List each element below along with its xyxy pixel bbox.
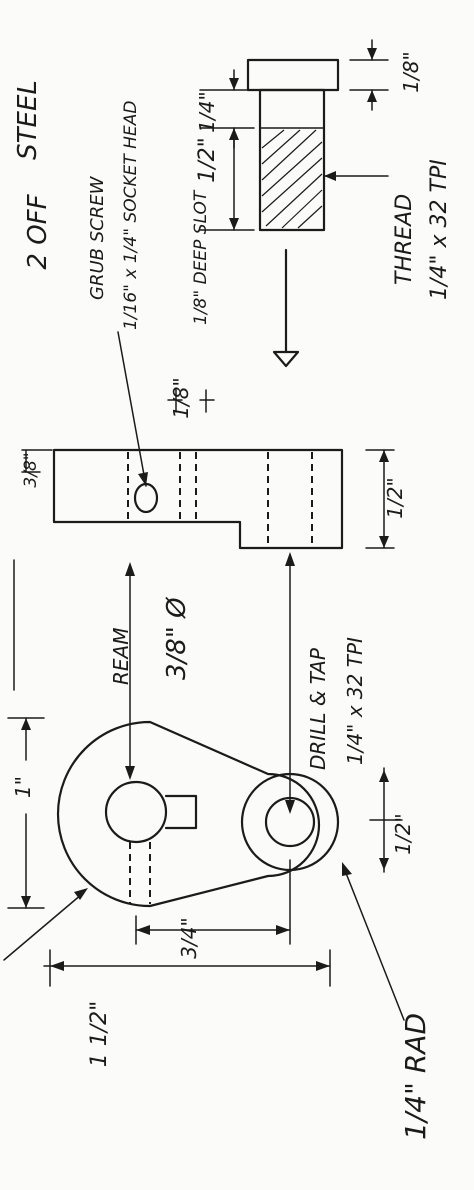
boss-offset-dimension [21,449,53,473]
slot-depth-dimension [167,389,215,413]
dim-shank-length: 1/2" [195,137,220,183]
drill-tap-label: DRILL & TAP [306,647,330,770]
title-label-group: STEEL 2 OFF [13,80,53,269]
reamed-hole [104,780,168,844]
hole-spacing-dimension [135,859,291,945]
small-boss-dimension [369,767,403,873]
deep-slot-label: 1/8" DEEP SLOT [191,189,211,325]
screw-shank [258,88,326,232]
boss-width-dimension [7,717,45,909]
ream-leader [125,562,135,780]
drill-tap-spec-label: 1/4" x 32 TPI [343,637,367,765]
side-view [52,331,344,550]
screw-head [246,58,340,92]
dim-shank-diameter: 1/4" [195,91,219,132]
arm-outline [56,720,321,908]
dim-boss-width: 1" [11,776,35,798]
grub-screw-spec-label: 1/16" x 1/4" SOCKET HEAD [121,101,141,330]
radius-label: 1/4" RAD [399,1013,432,1140]
shank-dimension [199,69,255,231]
large-boss-leader [3,888,88,961]
quantity-label: 2 OFF [23,193,53,269]
dim-slot-depth: 1/8" [169,377,193,418]
drill-tap-leader [285,552,295,814]
dim-overall-height: 1 1/2" [87,1001,112,1068]
dim-arm-height: 1/2" [383,477,407,518]
thread-spec-label: 1/4" x 32 TPI [427,159,452,300]
radius-leader [342,862,405,1021]
view-direction-arrow [272,248,300,368]
keyway-slot [164,794,198,830]
dim-boss-offset: 3/8" [21,452,41,487]
grub-screw-hole [133,482,159,514]
grub-screw-label: GRUB SCREW [87,175,108,300]
ream-size-label: 3/8" Ø [162,596,192,680]
screw-view [246,58,389,232]
overall-height-dimension [43,949,331,987]
thread-label: THREAD [392,194,417,285]
plan-view [56,720,340,908]
dim-head-thickness: 1/8" [399,51,423,92]
head-thickness-dimension [349,39,389,111]
thread-hatching [261,129,323,229]
dim-hole-spacing: 3/4" [177,917,201,958]
material-label: STEEL [13,80,43,160]
arm-side-outline [52,448,344,550]
arm-height-dimension [365,449,395,549]
ream-label: REAM [109,628,133,685]
